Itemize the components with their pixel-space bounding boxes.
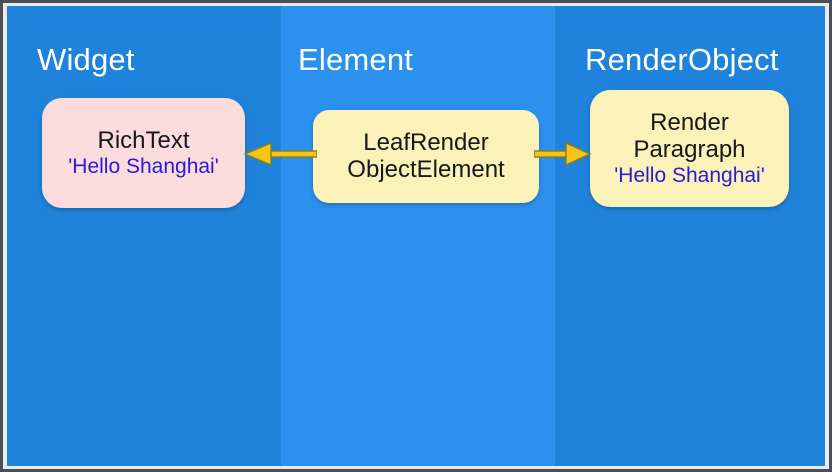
node-richtext[interactable]: RichText 'Hello Shanghai': [42, 98, 245, 208]
column-element: Element: [281, 6, 555, 466]
column-title-element: Element: [298, 42, 414, 77]
node-renderparagraph-line-2: Paragraph: [633, 135, 746, 163]
node-leafrenderobjectelement-line-1: LeafRender: [363, 128, 489, 156]
node-renderparagraph-line-1: Render: [650, 108, 729, 136]
column-renderobject: RenderObject: [555, 6, 825, 466]
arrow-left-icon: [243, 141, 317, 167]
node-leafrenderobjectelement[interactable]: LeafRender ObjectElement: [313, 110, 539, 203]
node-renderparagraph[interactable]: Render Paragraph 'Hello Shanghai': [590, 90, 789, 207]
column-title-widget: Widget: [37, 42, 135, 77]
column-title-renderobject: RenderObject: [585, 42, 779, 77]
node-leafrenderobjectelement-line-2: ObjectElement: [347, 155, 505, 183]
node-richtext-sublabel: 'Hello Shanghai': [68, 154, 219, 178]
node-richtext-line-1: RichText: [97, 126, 190, 154]
arrow-right-icon: [534, 141, 592, 167]
column-widget: Widget: [7, 6, 281, 466]
node-renderparagraph-sublabel: 'Hello Shanghai': [614, 163, 765, 187]
